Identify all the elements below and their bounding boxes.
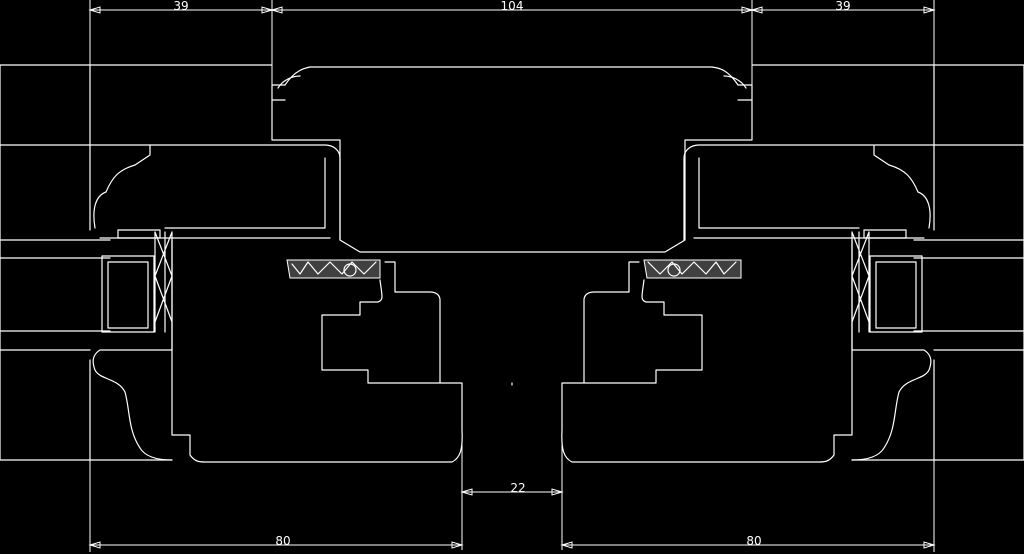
right-rebate-step: [583, 279, 703, 384]
right-sash-bottom: [851, 349, 932, 461]
right-gasket: [643, 259, 742, 279]
left-sash-head-inner: [99, 157, 331, 239]
right-sash-bottom-inner: [561, 239, 853, 463]
dimension-bottom: [88, 460, 936, 552]
dimension-top-center-label: 104: [501, 0, 524, 13]
dimension-top: [88, 0, 936, 140]
left-sash-bottom: [92, 349, 173, 461]
dimension-gap: [460, 440, 564, 550]
left-sash-bottom-inner: [171, 239, 463, 463]
left-rebate-step: [321, 279, 441, 384]
right-sash-head: [683, 144, 931, 241]
central-mullion-cap: [271, 66, 753, 253]
mullion-cap-inner-profile: [271, 75, 753, 101]
left-glass-unit: [101, 229, 173, 351]
left-sash-head: [93, 144, 341, 241]
wall-outline-left: [0, 64, 273, 461]
wall-outline-right: [751, 64, 1024, 461]
right-glass-unit: [851, 229, 923, 351]
right-sash-head-inner: [693, 157, 925, 239]
dimension-bottom-left-label: 80: [275, 534, 290, 548]
dimension-top-left-label: 39: [173, 0, 188, 13]
dimension-bottom-right-label: 80: [746, 534, 761, 548]
left-gasket: [286, 259, 381, 279]
dimension-top-right-label: 39: [835, 0, 850, 13]
dimension-gap-label: 22: [510, 481, 525, 495]
